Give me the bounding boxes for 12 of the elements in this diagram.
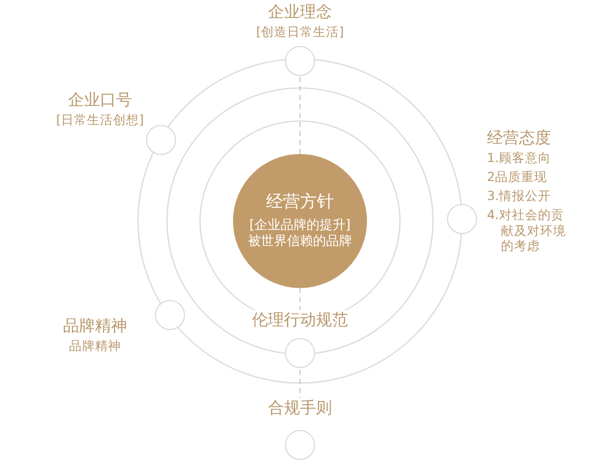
center-title: 经营方针 xyxy=(265,192,335,214)
dashed-connector xyxy=(299,77,301,154)
node-subtitle: [日常生活创想] xyxy=(55,112,145,128)
list-item: 3.情报公开 xyxy=(487,188,552,204)
node-subtitle: [创造日常生活] xyxy=(255,24,345,40)
center-subtitle: [企业品牌的提升] 被世界信赖的品牌 xyxy=(247,218,353,250)
dashed-connector xyxy=(299,288,301,310)
node-subtitle: 品牌精神 xyxy=(68,338,122,354)
list-item: 4.对社会的贡献及对环境的考虑 xyxy=(487,207,567,254)
dashed-connector xyxy=(299,370,301,398)
list-item: 1.顾客意向 xyxy=(487,150,552,166)
list-item: 2品质重现 xyxy=(487,169,548,185)
